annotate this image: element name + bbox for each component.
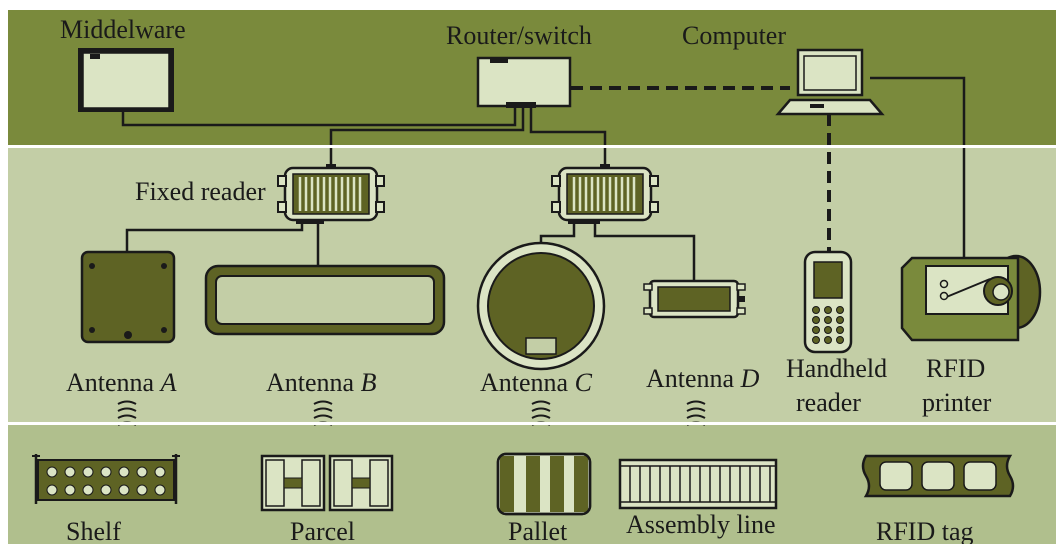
antenna-a-label: Antenna A xyxy=(66,368,177,397)
assembly-line-label: Assembly line xyxy=(626,510,776,539)
parcel-label: Parcel xyxy=(290,517,355,544)
antenna-c-icon xyxy=(478,243,604,369)
fixed-reader-2-icon xyxy=(552,164,658,224)
pallet-label: Pallet xyxy=(508,517,568,544)
handheld-reader-icon xyxy=(805,252,851,352)
antenna-a-label-letter: A xyxy=(159,368,177,397)
assembly-line-icon xyxy=(620,460,776,508)
shelf-icon xyxy=(32,454,180,504)
antenna-c-label-letter: C xyxy=(575,368,593,397)
antenna-b-icon xyxy=(206,266,444,334)
computer-label: Computer xyxy=(682,21,786,50)
antenna-a-icon xyxy=(82,252,174,342)
antenna-d-label-text: Antenna xyxy=(646,364,741,393)
pallet-icon xyxy=(498,454,590,514)
antenna-b-label: Antenna B xyxy=(266,368,377,397)
printer-label-line2: printer xyxy=(922,388,992,417)
middleware-icon xyxy=(78,48,174,112)
antenna-d-icon xyxy=(644,281,745,317)
rfid-tag-label: RFID tag xyxy=(876,517,974,544)
antenna-d-label: Antenna D xyxy=(646,364,760,393)
router-label: Router/switch xyxy=(446,21,592,50)
printer-label-line1: RFID xyxy=(926,354,985,383)
rfid-tag-icon xyxy=(863,456,1013,496)
antenna-c-label: Antenna C xyxy=(480,368,593,397)
shelf-label: Shelf xyxy=(66,517,121,544)
rfid-printer-icon xyxy=(902,256,1040,340)
fixed-reader-label: Fixed reader xyxy=(135,177,266,206)
antenna-b-label-text: Antenna xyxy=(266,368,361,397)
handheld-label-line1: Handheld xyxy=(786,354,887,383)
antenna-b-label-letter: B xyxy=(361,368,377,397)
antenna-c-label-text: Antenna xyxy=(480,368,575,397)
fixed-reader-1-icon xyxy=(278,164,384,224)
handheld-label-line2: reader xyxy=(796,388,861,417)
middleware-label: Middelware xyxy=(60,15,186,44)
router-icon xyxy=(478,58,570,108)
antenna-d-label-letter: D xyxy=(740,364,760,393)
antenna-a-label-text: Antenna xyxy=(66,368,161,397)
